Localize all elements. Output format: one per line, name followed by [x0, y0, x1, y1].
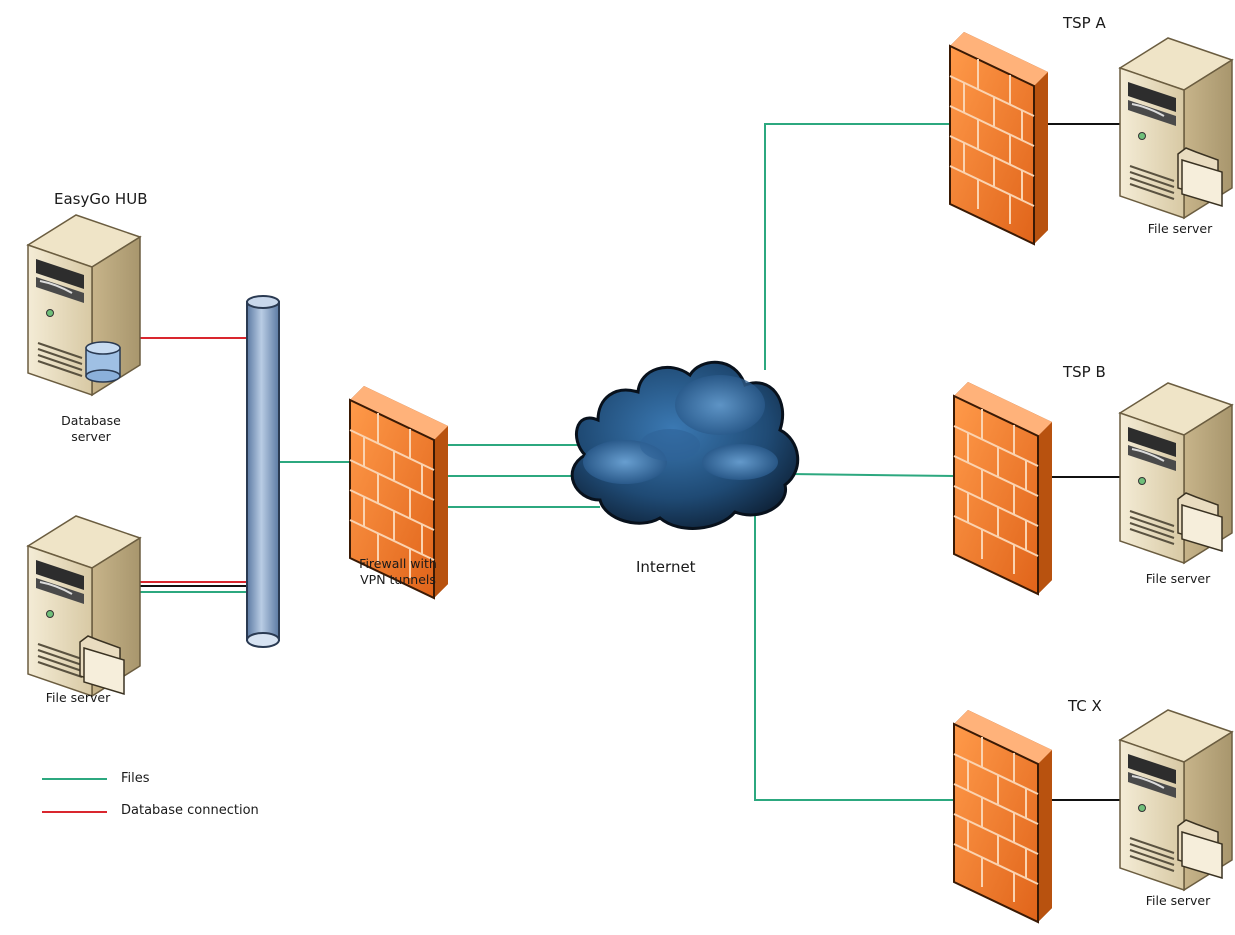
- internet-cloud-icon: [570, 360, 800, 530]
- files-line-hub: [138, 461, 352, 593]
- files-line-tsp-a: [764, 123, 955, 370]
- hub-bus-pipe: [246, 295, 280, 648]
- partner-name-tsp-a: TSP A: [1063, 14, 1106, 32]
- database-server-icon: [27, 214, 141, 396]
- database-server-label: Database server: [61, 413, 121, 444]
- file-server-icon-tc-x: [1119, 709, 1233, 891]
- partner-name-tsp-b: TSP B: [1063, 363, 1106, 381]
- file-server-icon-tsp-a: [1119, 37, 1233, 219]
- firewall-icon-tsp-a: [949, 31, 1049, 245]
- hub-file-server-label: File server: [45, 690, 111, 705]
- file-server-icon-tsp-b: [1119, 382, 1233, 564]
- files-line-tsp-b: [789, 473, 956, 477]
- database-connection-line: [140, 337, 260, 583]
- partner-file-server-label-tc-x: File server: [1145, 893, 1211, 908]
- files-line-tc-x: [754, 505, 955, 801]
- partner-file-server-label-tsp-a: File server: [1147, 221, 1213, 236]
- internet-label: Internet: [636, 558, 696, 576]
- partner-file-server-label-tsp-b: File server: [1145, 571, 1211, 586]
- hub-file-server-icon: [27, 515, 141, 697]
- hub-title: EasyGo HUB: [54, 190, 148, 208]
- firewall-label: Firewall with VPN tunnels: [359, 556, 437, 587]
- firewall-icon-tc-x: [953, 709, 1053, 923]
- partner-name-tc-x: TC X: [1068, 697, 1102, 715]
- legend-database-label: Database connection: [121, 803, 259, 818]
- legend-files-label: Files: [121, 771, 150, 786]
- firewall-icon-tsp-b: [953, 381, 1053, 595]
